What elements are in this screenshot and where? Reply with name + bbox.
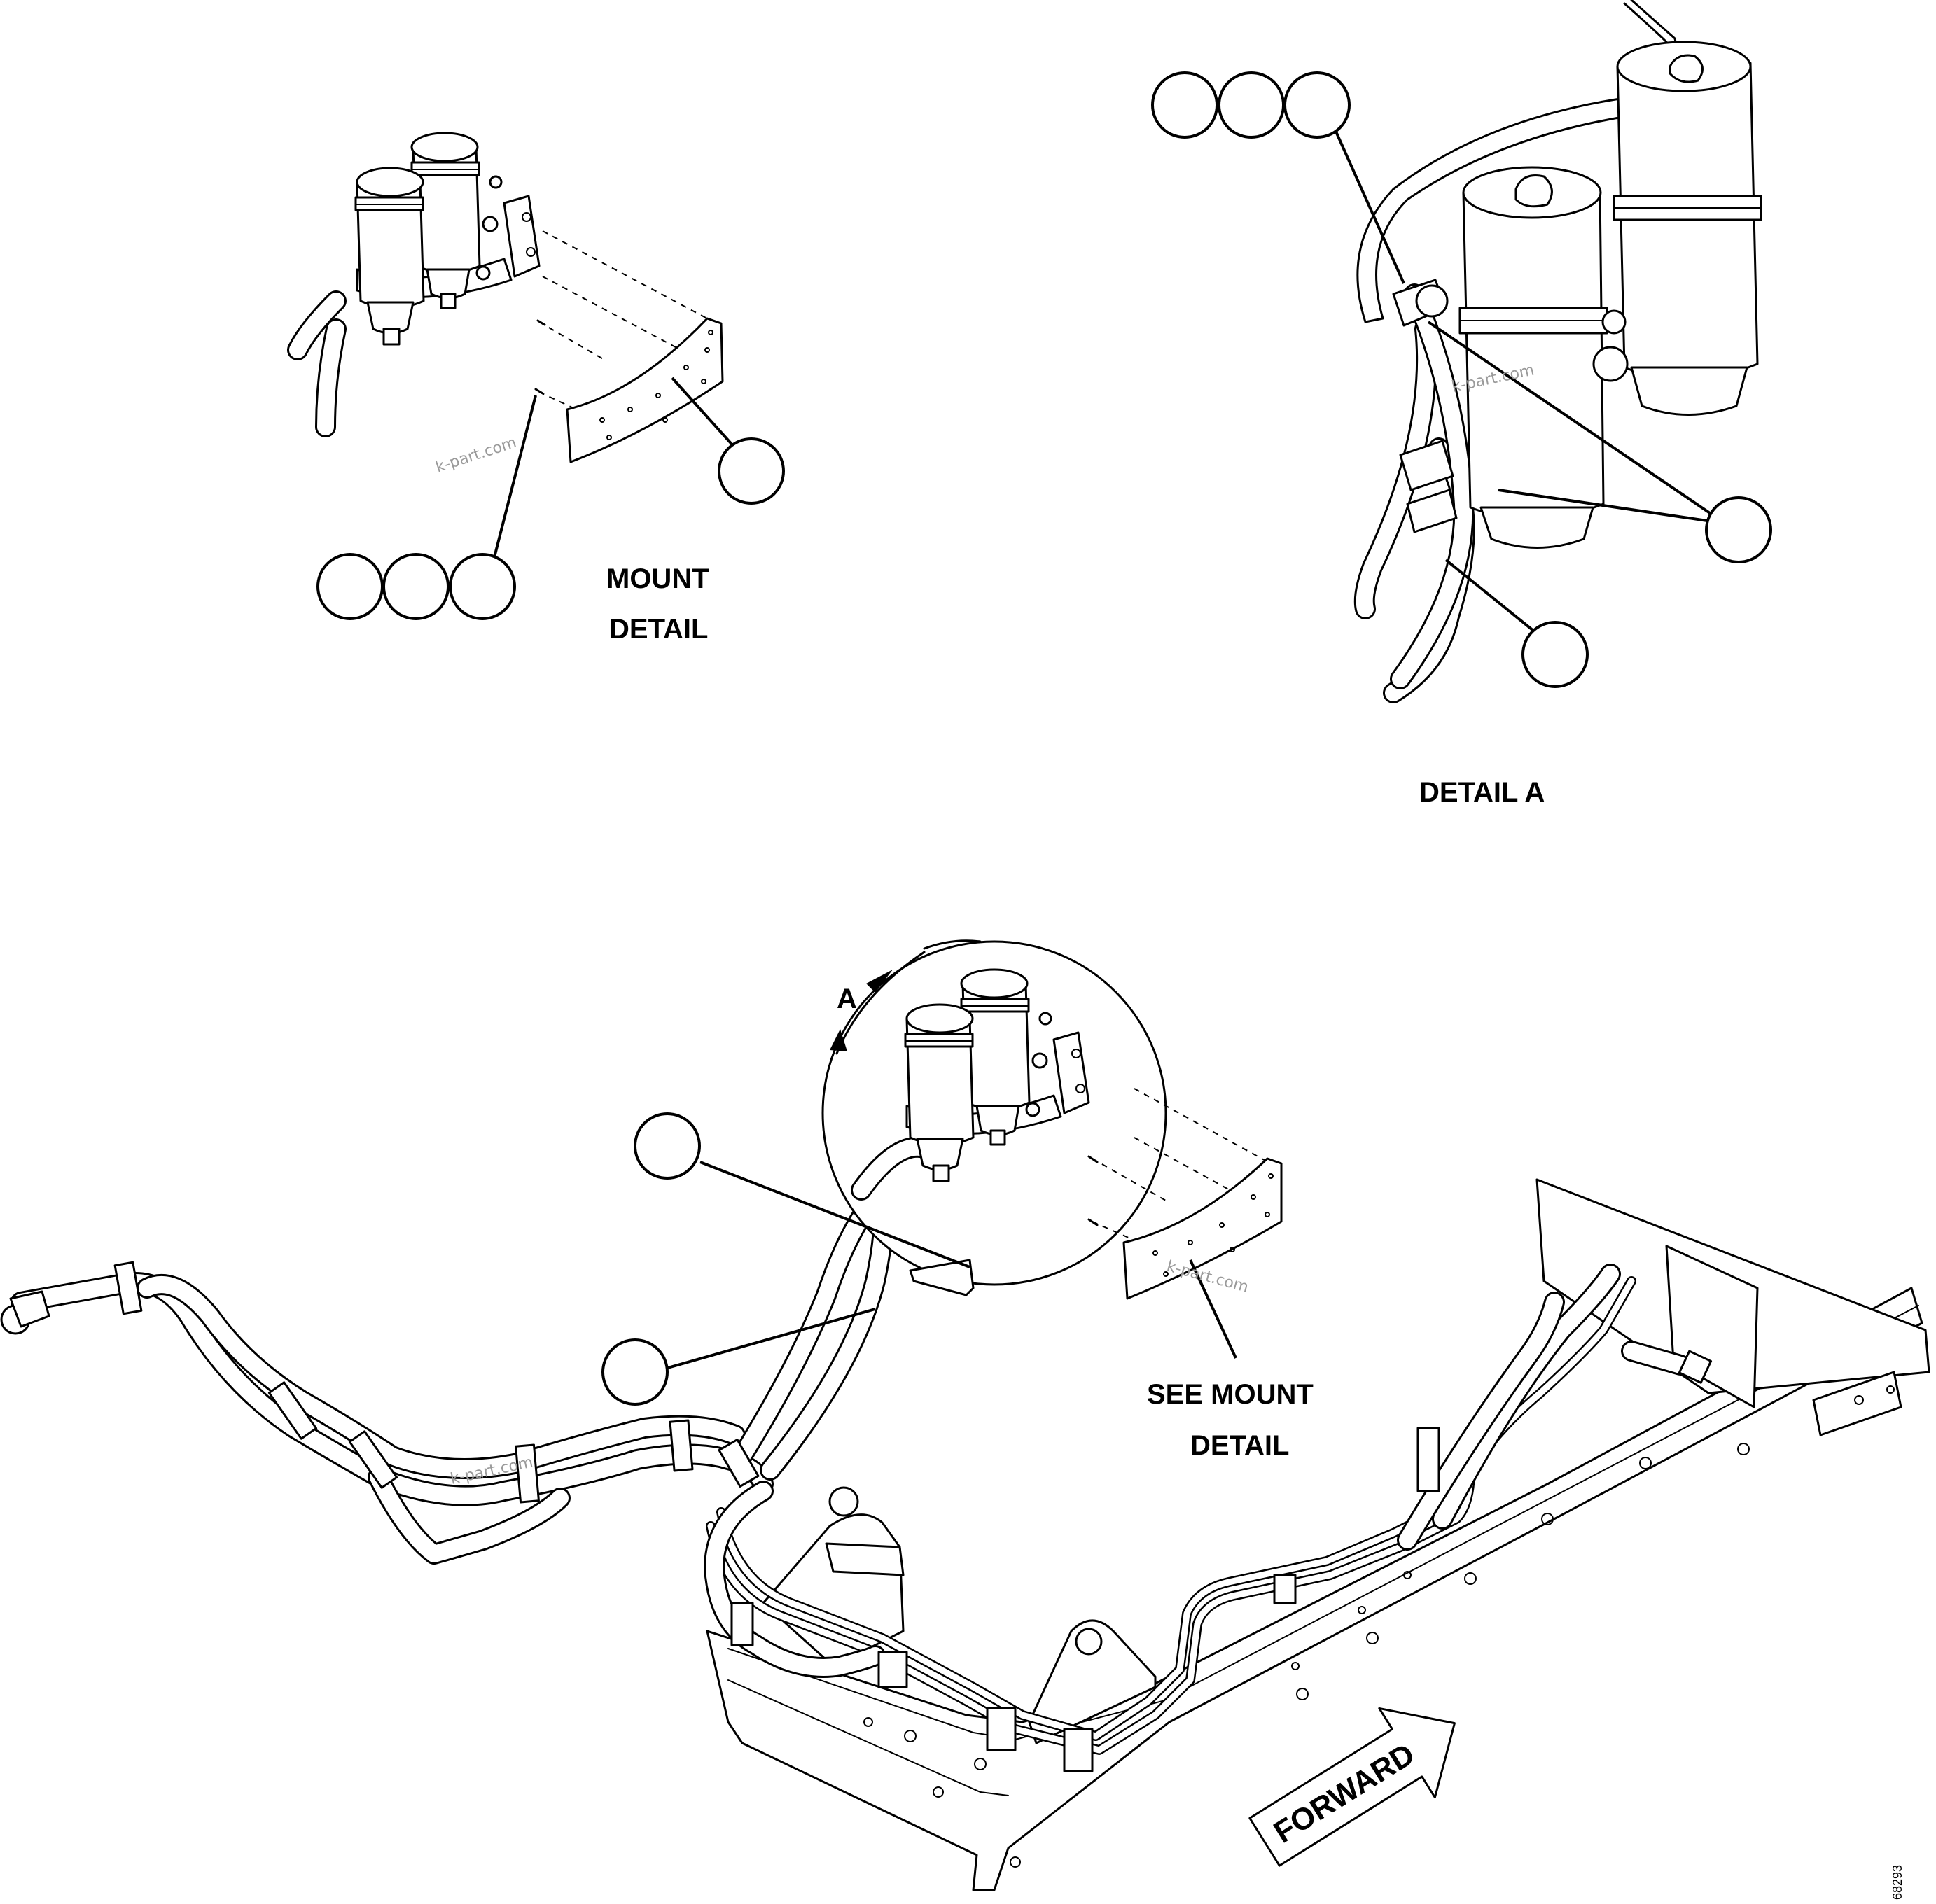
filter-cap-icon xyxy=(1514,174,1553,208)
mount-plate xyxy=(1122,1157,1283,1300)
watermark: k-part.com xyxy=(1164,1258,1250,1296)
forward-arrow-icon: FORWARD xyxy=(1248,1707,1456,1867)
callout-mount-screw-2 xyxy=(382,553,450,620)
mount-detail-label-2: DETAIL xyxy=(609,614,708,645)
callout-detail-a-3 xyxy=(1283,71,1351,139)
filter-assembly-icon xyxy=(354,132,541,346)
screw-icon xyxy=(534,319,546,395)
watermark: k-part.com xyxy=(433,434,519,477)
hose-clamp-icon xyxy=(113,1261,760,1504)
callout-detail-a-2 xyxy=(1218,71,1285,139)
callout-mount-screw-1 xyxy=(316,553,384,620)
view-a-label: A xyxy=(837,983,857,1014)
callout-detail-a-1 xyxy=(1151,71,1218,139)
screw-icon xyxy=(1087,1155,1099,1226)
detail-a-view: DETAIL A k-part.com xyxy=(1151,0,1772,808)
callout-mount-screw-3 xyxy=(449,553,516,620)
callout-bracket xyxy=(634,1112,701,1180)
callout-detail-a-filters xyxy=(1705,496,1772,564)
detail-a-label: DETAIL A xyxy=(1419,777,1545,808)
callout-mount-plate xyxy=(718,438,785,505)
see-mount-label-1: SEE MOUNT xyxy=(1147,1379,1314,1410)
see-mount-label-2: DETAIL xyxy=(1190,1430,1289,1461)
mount-detail-view: MOUNT DETAIL k-part.com xyxy=(287,132,785,645)
callout-detail-a-hose xyxy=(1521,621,1589,688)
filter-cap-icon xyxy=(1669,54,1704,83)
main-assembly-view: A SEE MOUNT DETAIL k-part.com k-part.com xyxy=(0,939,1930,1900)
callout-hose xyxy=(601,1338,669,1406)
drawing-number: 68293 xyxy=(1890,1865,1904,1900)
elbow-fitting-icon xyxy=(0,1290,50,1335)
mount-detail-label-1: MOUNT xyxy=(606,564,709,594)
mount-plate xyxy=(566,317,724,463)
